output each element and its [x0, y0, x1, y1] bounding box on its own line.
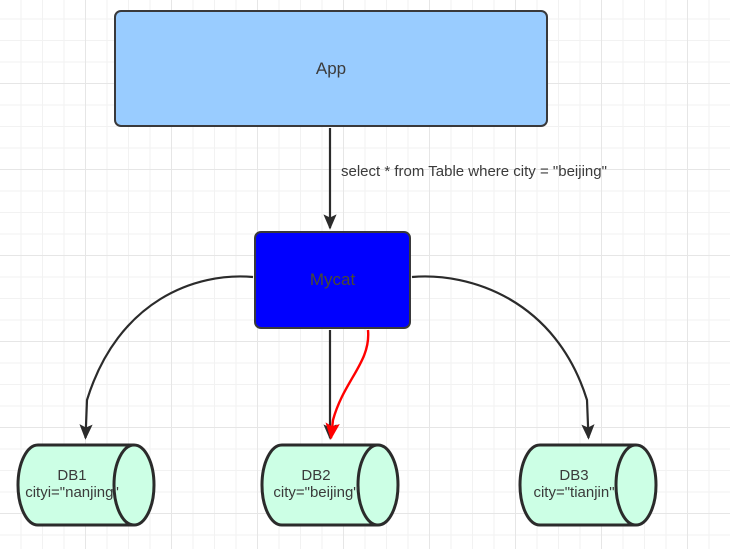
cylinder-shape-icon: [518, 443, 658, 527]
node-db3[interactable]: DB3 city="tianjin": [518, 443, 658, 527]
node-app-label: App: [315, 58, 347, 78]
query-label: select * from Table where city = "beijin…: [341, 163, 607, 180]
node-mycat-label: Mycat: [309, 270, 356, 289]
node-db2-condition: city="beijing": [273, 484, 359, 501]
node-db2-text: DB2 city="beijing": [260, 467, 372, 502]
cylinder-shape-icon: [16, 443, 156, 527]
edge-mycat-to-db2-red: [325, 329, 370, 440]
node-db3-text: DB3 city="tianjin": [518, 467, 630, 502]
node-db1-condition: cityi="nanjing": [25, 484, 119, 501]
node-db3-name: DB3: [559, 467, 589, 485]
node-db1-name: DB1: [57, 467, 87, 485]
cylinder-shape-icon: [260, 443, 400, 527]
node-db2-name: DB2: [301, 467, 331, 485]
edge-mycat-to-db3: [411, 275, 595, 440]
node-app[interactable]: App: [114, 10, 548, 127]
node-db1[interactable]: DB1 cityi="nanjing": [16, 443, 156, 527]
node-db2[interactable]: DB2 city="beijing": [260, 443, 400, 527]
edge-mycat-to-db1: [79, 275, 254, 440]
node-db1-text: DB1 cityi="nanjing": [16, 467, 128, 502]
node-db3-condition: city="tianjin": [533, 484, 615, 501]
node-mycat[interactable]: Mycat: [254, 231, 411, 329]
